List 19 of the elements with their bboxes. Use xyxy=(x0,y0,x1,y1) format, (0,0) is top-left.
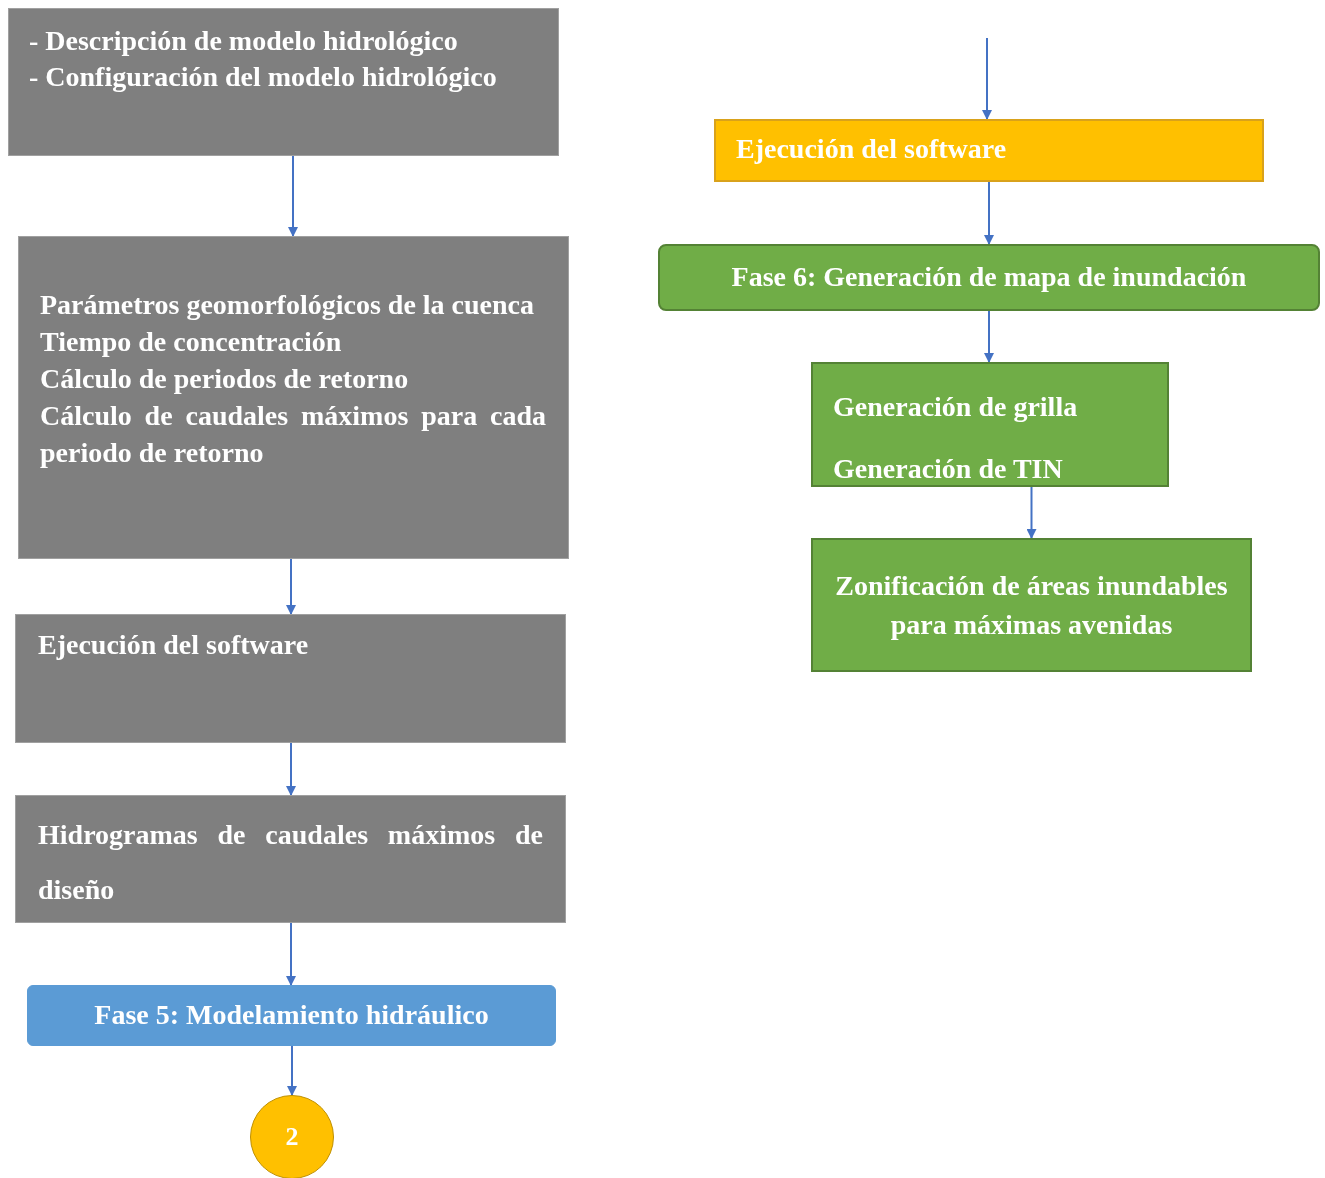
arrow xyxy=(287,1045,297,1096)
arrow xyxy=(288,155,298,237)
phase-box: Fase 5: Modelamiento hidráulico xyxy=(27,985,556,1046)
phase-box: Fase 6: Generación de mapa de inundación xyxy=(658,244,1320,311)
process-box: Ejecución del software xyxy=(714,119,1264,182)
connector-circle: 2 xyxy=(250,1095,334,1178)
arrow xyxy=(984,310,994,363)
arrow xyxy=(982,37,992,120)
arrow xyxy=(286,558,296,615)
arrow xyxy=(286,922,296,986)
process-box: Parámetros geomorfológicos de la cuenca Tiempo de concentración Cálculo de periodos de retorno Cálculo de caudales máximos para cada periodo de retorno xyxy=(18,236,569,559)
arrow xyxy=(1026,486,1037,539)
process-box: - Descripción de modelo hidrológico - Configuración del modelo hidrológico xyxy=(8,8,559,156)
process-box: Ejecución del software xyxy=(15,614,566,743)
arrow xyxy=(286,742,296,796)
process-box: Hidrogramas de caudales máximos de diseño xyxy=(15,795,566,923)
arrow xyxy=(984,181,994,245)
process-box: Generación de grilla Generación de TIN xyxy=(811,362,1169,487)
process-box: Zonificación de áreas inundables para máximas avenidas xyxy=(811,538,1252,672)
